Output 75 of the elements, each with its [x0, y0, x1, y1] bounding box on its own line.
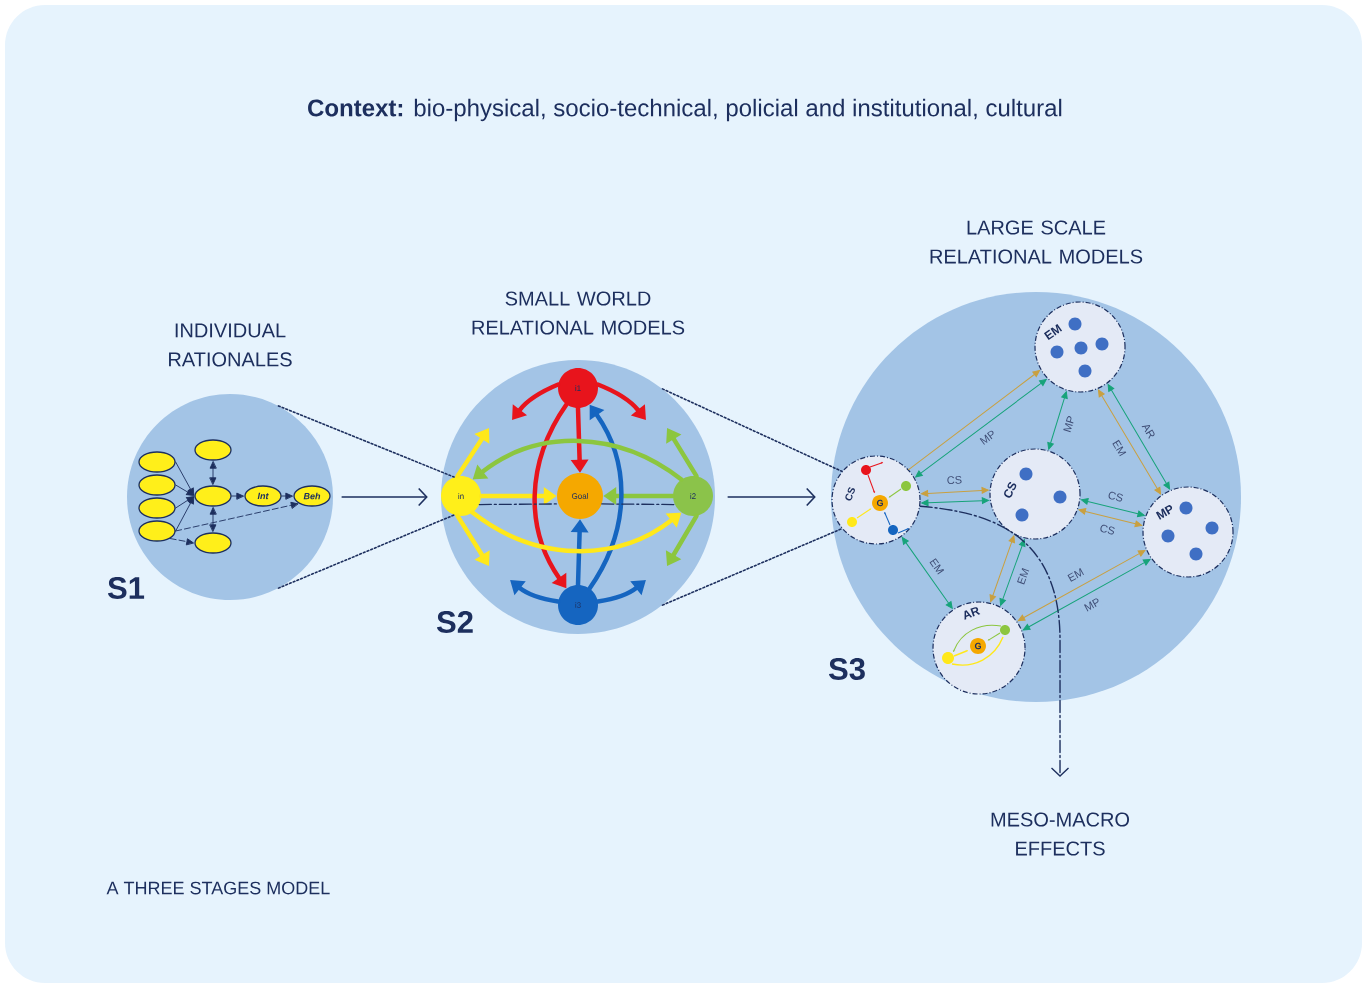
- goal-label: G: [974, 642, 981, 650]
- cluster-label: AR: [964, 607, 981, 620]
- zoom-line: [277, 514, 455, 589]
- arrow: [1107, 384, 1171, 490]
- arrow: [1047, 391, 1068, 450]
- arrow: [1097, 389, 1162, 495]
- arrow: [209, 507, 217, 532]
- arrow: [175, 484, 194, 496]
- goal-label: G: [876, 499, 883, 507]
- arrow: [901, 537, 953, 609]
- cluster-label: MP: [1155, 505, 1173, 520]
- arrow: [595, 580, 646, 604]
- arrow: [455, 428, 490, 479]
- edge-label: AR: [1140, 421, 1158, 441]
- arrow: [169, 538, 194, 545]
- edge-label: MP: [1081, 595, 1103, 614]
- edge-label: CS: [1106, 489, 1126, 504]
- stage-label: S2: [436, 611, 473, 633]
- stage-label: S3: [828, 658, 865, 680]
- edge-label: EM: [1015, 566, 1031, 587]
- arrow: [341, 487, 428, 507]
- edge-label: CS: [945, 474, 964, 486]
- outcome-label: MESO-MACRO EFFECTS: [991, 812, 1130, 856]
- arrow: [281, 492, 293, 500]
- cluster-label: CS: [845, 487, 855, 501]
- arrow: [510, 580, 561, 604]
- arrow: [175, 496, 195, 532]
- arrow: [921, 497, 990, 507]
- oval: [138, 474, 176, 496]
- arrow: [727, 487, 816, 507]
- cluster-label: EM: [1043, 323, 1063, 341]
- stage-label: S1: [107, 577, 145, 599]
- arrow: [666, 428, 699, 479]
- edge-label: MP: [977, 428, 999, 447]
- stage-heading: LARGE SCALE RELATIONAL MODELS: [930, 220, 1143, 264]
- oval: Int: [244, 485, 282, 507]
- arrow: [175, 501, 299, 532]
- arrow: [595, 382, 646, 420]
- footnote-label: A THREE STAGES MODEL: [106, 881, 330, 895]
- arrow: [1081, 498, 1145, 518]
- arrow: [919, 505, 1070, 777]
- oval: [138, 451, 176, 473]
- title: Context: bio-physical, socio-technical, policial and institutional, cultural: [308, 98, 1062, 122]
- arrow: [999, 539, 1026, 606]
- edge-label: EM: [927, 556, 946, 577]
- arrow: [231, 492, 244, 500]
- stage-heading: INDIVIDUAL RATIONALES: [169, 323, 292, 367]
- oval: [194, 532, 232, 554]
- edge-label: EM: [1065, 566, 1087, 584]
- arrow: [175, 496, 194, 509]
- arrow: [1017, 549, 1146, 622]
- arrow: [209, 461, 217, 485]
- oval: [194, 439, 232, 461]
- zoom-line: [661, 527, 843, 606]
- edge-label: EM: [1110, 437, 1129, 459]
- arrow: [920, 487, 989, 497]
- cluster-label: CS: [1004, 482, 1017, 498]
- oval: Beh: [293, 485, 331, 507]
- oval: [138, 497, 176, 519]
- arrow: [908, 370, 1041, 471]
- arrow: [455, 513, 490, 566]
- arrow: [512, 382, 561, 420]
- zoom-line: [277, 405, 455, 478]
- oval: [194, 485, 232, 507]
- stage-heading: SMALL WORLD RELATIONAL MODELS: [472, 291, 685, 335]
- arrow: [1022, 558, 1151, 631]
- zoom-line: [661, 388, 843, 473]
- dash-dot-line: [601, 503, 676, 506]
- edge-label: CS: [1097, 522, 1117, 537]
- oval: [138, 520, 176, 542]
- arrow: [1078, 508, 1143, 528]
- edge-label: MP: [1061, 413, 1077, 435]
- dash-dot-line: [478, 503, 559, 506]
- arrow: [915, 378, 1047, 478]
- arrow: [989, 535, 1015, 603]
